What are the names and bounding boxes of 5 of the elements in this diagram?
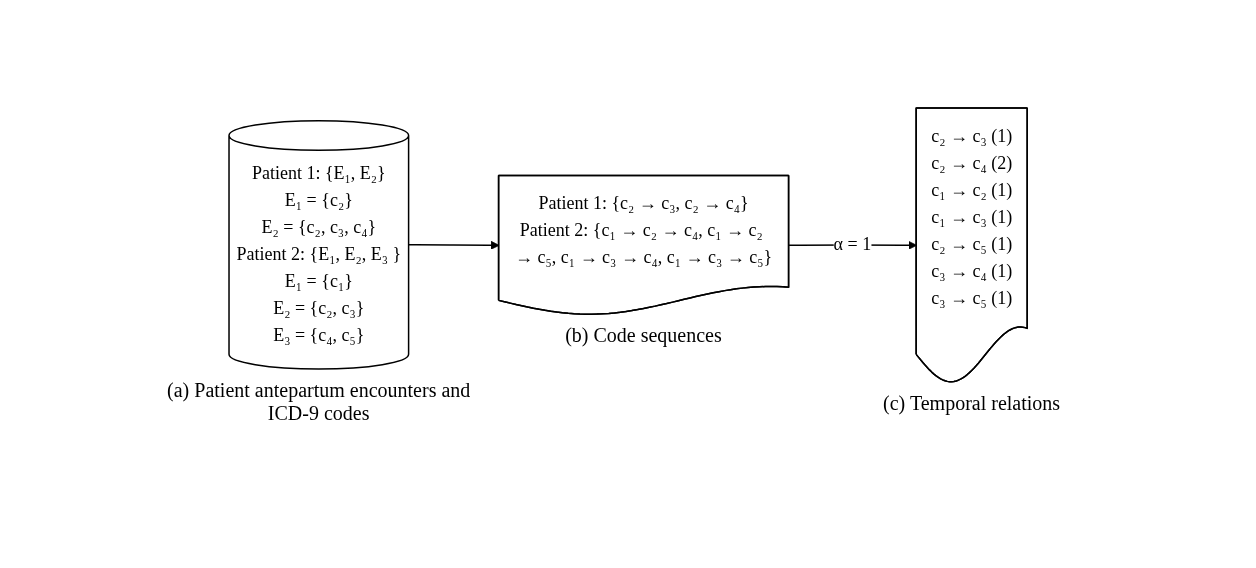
figure-caption: (c) Temporal relations (882, 391, 1062, 415)
figure-caption: (a) Patient antepartum encounters and ICD-9 codes (166, 379, 472, 426)
edge-label: α = 1 (833, 234, 872, 255)
arrow (407, 241, 500, 250)
figure-caption: (b) Code sequences (564, 324, 723, 348)
